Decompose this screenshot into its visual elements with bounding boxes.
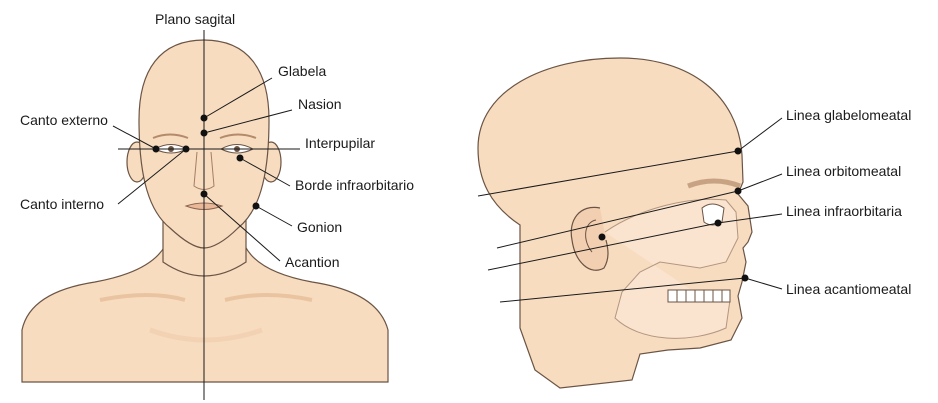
- plano-sagital-label: Plano sagital: [155, 11, 235, 27]
- linea-acantiomeatal-label: Linea acantiomeatal: [786, 281, 911, 297]
- canto-interno-point: [183, 146, 190, 153]
- linea-glabelomeatal-label: Linea glabelomeatal: [786, 107, 911, 123]
- canto-externo-point: [153, 146, 160, 153]
- acantion-label: Acantion: [285, 254, 339, 270]
- glabela-point: [201, 115, 208, 122]
- meatus-point: [599, 234, 606, 241]
- gonion-point: [253, 203, 260, 210]
- borde-infraorbitario-point: [237, 155, 244, 162]
- glabelomeatal-leader: [738, 118, 782, 151]
- canto-externo-label: Canto externo: [20, 112, 108, 128]
- acantion-side-point: [742, 275, 749, 282]
- glabela-side-point: [735, 148, 742, 155]
- nasion-point: [201, 130, 208, 137]
- gonion-label: Gonion: [297, 219, 342, 235]
- glabela-label: Glabela: [278, 63, 326, 79]
- front-view: Plano sagital Glabela Nasion Interpupila…: [20, 11, 414, 400]
- gonion-leader: [256, 206, 292, 226]
- linea-infraorbitaria-label: Linea infraorbitaria: [786, 203, 902, 219]
- acantion-point: [201, 191, 208, 198]
- canto-interno-label: Canto interno: [20, 196, 104, 212]
- borde-infraorbitario-label: Borde infraorbitario: [295, 177, 414, 193]
- linea-orbitomeatal-label: Linea orbitomeatal: [786, 163, 901, 179]
- nasion-label: Nasion: [298, 96, 342, 112]
- side-teeth: [668, 290, 730, 302]
- infraorbitaria-point: [715, 220, 722, 227]
- interpupilar-label: Interpupilar: [305, 135, 375, 151]
- orbitomeatal-leader: [738, 174, 782, 191]
- orbitomeatal-point: [735, 188, 742, 195]
- acantiomeatal-leader: [745, 278, 782, 289]
- side-view: Linea glabelomeatal Linea orbitomeatal L…: [478, 58, 911, 388]
